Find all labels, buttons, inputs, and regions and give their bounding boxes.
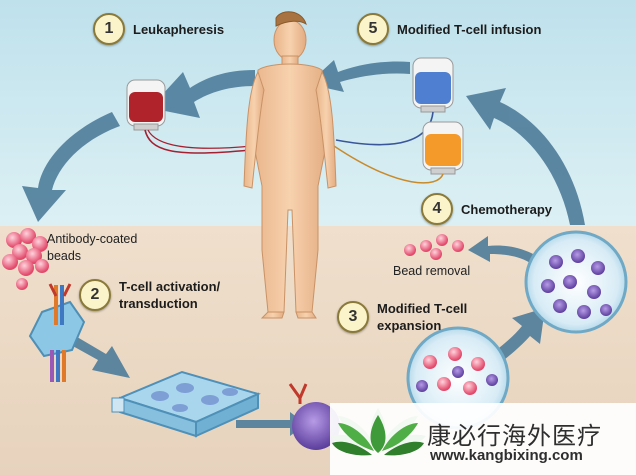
step-2-badge: 2 [79, 279, 111, 311]
step-1: 1 Leukapheresis [93, 13, 224, 45]
bead-removal-note: Bead removal [393, 264, 471, 278]
cycle-arrows [22, 60, 585, 436]
blood-bag [126, 79, 253, 154]
step-3-label: Modified T-cell expansion [377, 300, 467, 334]
step-3-badge: 3 [337, 301, 369, 333]
step-2-label-line2: transduction [119, 296, 198, 311]
step-4-badge: 4 [421, 193, 453, 225]
step-5-badge: 5 [357, 13, 389, 45]
arrow-bag-to-beads [22, 112, 120, 222]
transduced-t-cell [288, 383, 340, 450]
step-4-label: Chemotherapy [461, 201, 553, 217]
arrow-body-to-bag [150, 70, 255, 118]
step-2-label-line1: T-cell activation/ [119, 279, 221, 294]
removed-beads [404, 234, 464, 260]
step-3: 3 Modified T-cell expansion [337, 300, 467, 334]
step-1-badge: 1 [93, 13, 125, 45]
watermark-chinese-name: 康必行海外医疗 [427, 422, 602, 450]
arrow-flask-to-cell [236, 412, 306, 436]
arrow-right-up [466, 88, 585, 225]
step-5-label: Modified T-cell infusion [397, 21, 542, 37]
step-4: 4 Chemotherapy [421, 193, 552, 225]
step-5: 5 Modified T-cell infusion [357, 13, 541, 45]
step-3-label-line2: expansion [377, 318, 442, 333]
step-3-label-line1: Modified T-cell [377, 301, 468, 316]
arrow-bags-to-body [308, 60, 410, 92]
watermark-url: www.kangbixing.com [430, 447, 583, 464]
culture-flask [111, 370, 261, 438]
step-2: 2 T-cell activation/ transduction [79, 278, 220, 312]
step-2-label: T-cell activation/ transduction [119, 278, 220, 312]
arrow-to-bead-removal [468, 236, 540, 264]
arrow-flask-to-cells [62, 334, 130, 378]
t-cell-activation-illustration [28, 283, 86, 382]
beads-note: Antibody-coated beads [47, 231, 137, 265]
patient-body [243, 11, 337, 319]
t-cell-infusion-bag [335, 57, 454, 146]
beads-note-line2: beads [47, 249, 82, 263]
expanded-cells-dish [524, 230, 628, 334]
beads-note-line1: Antibody-coated [47, 232, 138, 246]
chemotherapy-bag [333, 121, 464, 184]
watermark-logo [332, 415, 424, 456]
step-1-label: Leukapheresis [133, 21, 225, 37]
antibody-coated-beads [2, 228, 49, 290]
